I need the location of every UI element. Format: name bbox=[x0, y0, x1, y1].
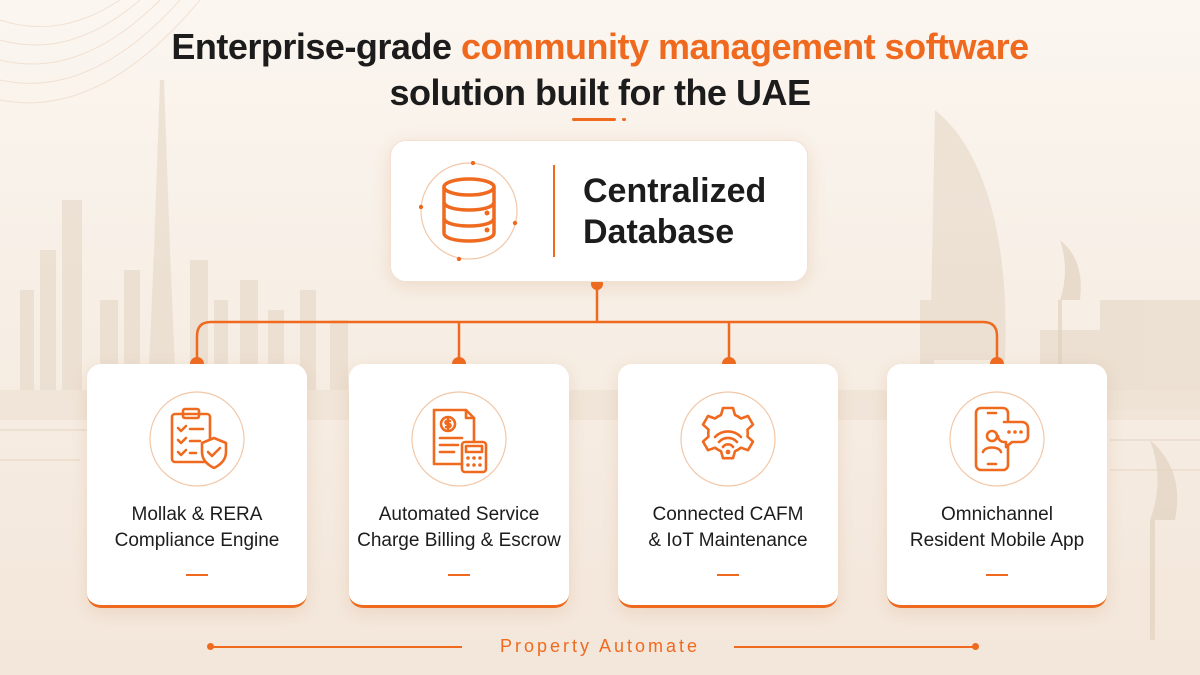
feature-label-line-2: Resident Mobile App bbox=[909, 530, 1085, 551]
feature-label-line-1: Connected CAFM bbox=[652, 504, 804, 525]
title-accent: community management software bbox=[460, 26, 1029, 67]
feature-card-cafm: Connected CAFM & IoT Maintenance bbox=[618, 364, 838, 608]
feature-dash bbox=[986, 574, 1008, 576]
feature-card-mobile-app: Omnichannel Resident Mobile App bbox=[887, 364, 1107, 608]
feature-label-line-1: Mollak & RERA bbox=[131, 504, 263, 525]
clipboard-shield-icon bbox=[148, 390, 246, 488]
invoice-calculator-icon bbox=[410, 390, 508, 488]
center-node-label-line-1: Centralized bbox=[583, 172, 767, 210]
page-title-line-2: solution built for the UAE bbox=[389, 72, 811, 113]
feature-label: Omnichannel Resident Mobile App bbox=[887, 502, 1107, 554]
feature-label-line-1: Automated Service bbox=[378, 504, 540, 525]
feature-dash bbox=[448, 574, 470, 576]
footer-dot-right bbox=[972, 643, 979, 650]
title-prefix: Enterprise-grade bbox=[171, 26, 461, 67]
node-divider bbox=[553, 165, 555, 257]
feature-card-compliance: Mollak & RERA Compliance Engine bbox=[87, 364, 307, 608]
gear-wifi-icon bbox=[679, 390, 777, 488]
feature-card-billing: Automated Service Charge Billing & Escro… bbox=[349, 364, 569, 608]
title-underline bbox=[572, 118, 616, 121]
center-node-label: Centralized Database bbox=[583, 171, 793, 253]
title-underline-dot bbox=[622, 118, 626, 121]
footer-line-right bbox=[734, 646, 974, 648]
centralized-database-node: Centralized Database bbox=[390, 140, 808, 282]
database-icon bbox=[418, 160, 519, 262]
feature-dash bbox=[717, 574, 739, 576]
feature-label-line-1: Omnichannel bbox=[941, 504, 1053, 525]
feature-label-line-2: Compliance Engine bbox=[114, 530, 280, 551]
center-node-label-line-2: Database bbox=[583, 213, 735, 251]
footer-line-left bbox=[212, 646, 462, 648]
phone-chat-icon bbox=[948, 390, 1046, 488]
footer-dot-left bbox=[207, 643, 214, 650]
feature-label-line-2: & IoT Maintenance bbox=[648, 530, 808, 551]
feature-label: Automated Service Charge Billing & Escro… bbox=[349, 502, 569, 554]
feature-label: Mollak & RERA Compliance Engine bbox=[87, 502, 307, 554]
feature-label-line-2: Charge Billing & Escrow bbox=[357, 530, 561, 551]
page-title-line-1: Enterprise-grade community management so… bbox=[0, 26, 1200, 68]
feature-label: Connected CAFM & IoT Maintenance bbox=[618, 502, 838, 554]
footer-brand: Property Automate bbox=[499, 636, 701, 656]
feature-dash bbox=[186, 574, 208, 576]
